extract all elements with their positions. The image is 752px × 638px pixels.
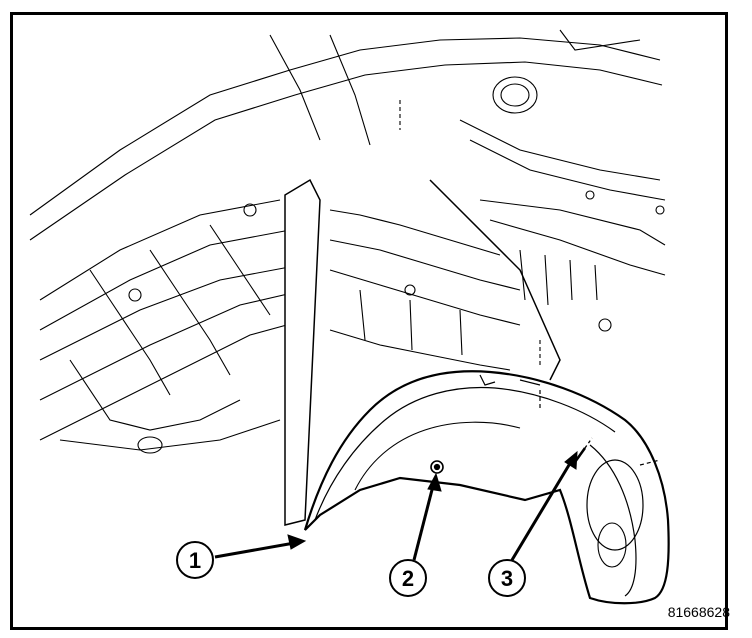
callout-number-1: 1 xyxy=(189,548,201,573)
callout-circle-2 xyxy=(389,559,427,597)
callout-leaders xyxy=(214,450,578,561)
callout-2: 2 xyxy=(389,559,427,597)
leader-arrowhead-2 xyxy=(427,472,442,492)
wheelhouse-liner xyxy=(303,370,670,605)
quarter-inner-panel xyxy=(284,178,561,526)
leader-line-1 xyxy=(214,540,301,559)
leader-arrowhead-1 xyxy=(287,534,307,550)
callout-3: 3 xyxy=(488,559,526,597)
callout-1: 1 xyxy=(176,541,214,579)
figure-id: 81668628 xyxy=(667,604,730,620)
callout-circle-3 xyxy=(488,559,526,597)
leader-line-3 xyxy=(510,459,574,561)
callout-number-2: 2 xyxy=(402,566,414,591)
callout-circle-1 xyxy=(176,541,214,579)
push-pin-fastener xyxy=(430,460,444,474)
callout-number-3: 3 xyxy=(501,566,513,591)
leader-arrowhead-3 xyxy=(564,450,578,470)
leader-line-2 xyxy=(412,481,436,561)
